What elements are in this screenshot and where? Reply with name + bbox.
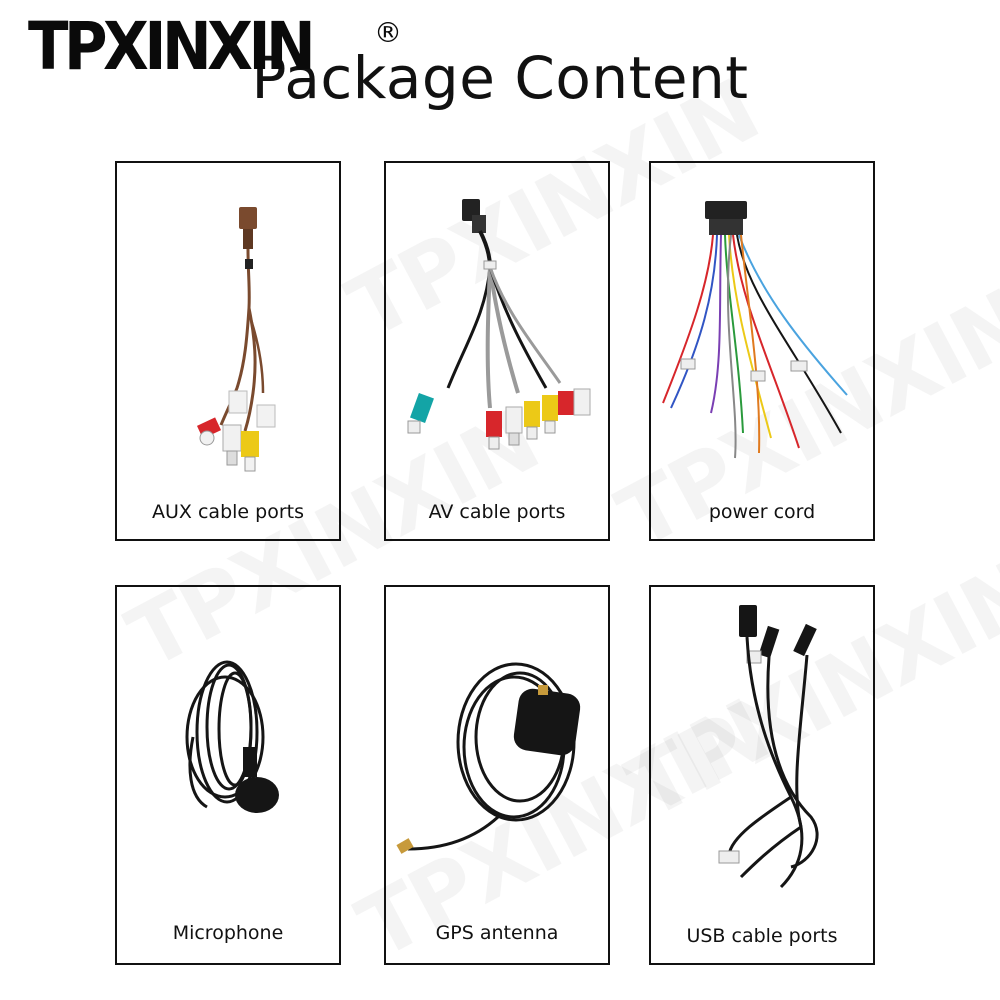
page-title: Package Content [251, 44, 749, 112]
registered-mark-icon: ® [374, 16, 402, 49]
microphone-image [185, 660, 279, 813]
product-card-aux-cable: AUX cable ports [115, 161, 341, 541]
product-card-power-cord: power cord [649, 161, 875, 541]
power-cord-image [662, 201, 848, 459]
item-label: AV cable ports [428, 501, 566, 523]
item-label: GPS antenna [435, 922, 559, 944]
product-card-microphone: Microphone [115, 585, 341, 965]
usb-cable-image [718, 605, 819, 889]
product-card-gps-antenna: GPS antenna [384, 585, 610, 965]
product-card-usb-cable: USB cable ports [649, 585, 875, 965]
item-label: Microphone [172, 922, 284, 944]
item-label: AUX cable ports [152, 501, 304, 523]
brand-logo: TPXINXIN [28, 8, 316, 85]
item-label: USB cable ports [686, 925, 838, 947]
gps-antenna-image [396, 662, 581, 854]
aux-cable-image [196, 207, 276, 472]
product-card-av-cable: AV cable ports [384, 161, 610, 541]
item-label: power cord [708, 501, 816, 523]
av-cable-image [407, 199, 591, 450]
